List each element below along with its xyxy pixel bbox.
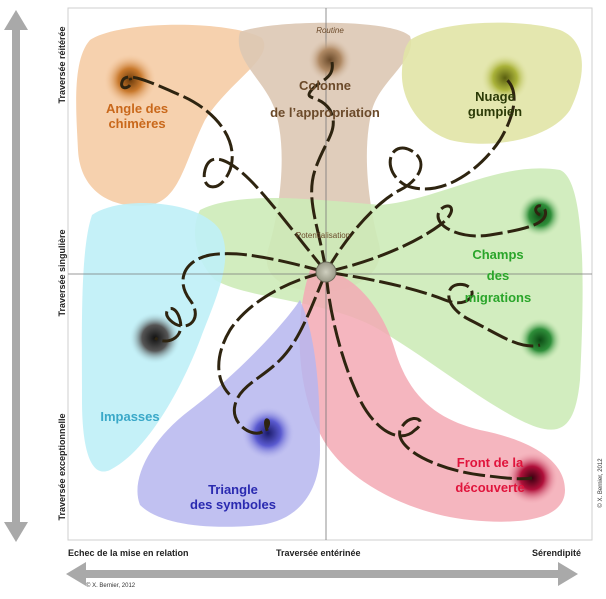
x-axis-label-left: Echec de la mise en relation xyxy=(68,548,189,558)
trajectory-front xyxy=(324,271,533,481)
label-triangle-des-symboles: Triangle des symboles xyxy=(190,482,276,512)
y-axis-arrow xyxy=(4,10,28,542)
attractor-angle xyxy=(104,54,156,106)
attractor-routine xyxy=(308,38,352,82)
trajectories xyxy=(120,61,547,481)
trajectory-impasses xyxy=(154,252,327,343)
trajectory-champs-top xyxy=(325,204,547,274)
x-axis-label-right: Sérendipité xyxy=(532,548,582,558)
attractor-nuage xyxy=(481,54,529,102)
label-impasses: Impasses xyxy=(100,409,160,424)
trajectory-angle xyxy=(120,75,328,273)
trajectory-left-loop xyxy=(217,270,327,397)
label-routine: Routine xyxy=(316,26,344,35)
y-axis-label-top: Traversée réitérée xyxy=(57,26,67,104)
zone-triangle-symboles xyxy=(137,300,320,527)
label-champs-des-migrations: Champs des migrations xyxy=(464,247,532,305)
zone-front-decouverte xyxy=(299,269,565,522)
trajectory-nuage xyxy=(324,76,516,273)
trajectory-routine xyxy=(307,61,335,273)
attractor-triangle xyxy=(242,407,294,459)
y-axis-label-bottom: Traversée exceptionnelle xyxy=(57,413,67,521)
credit-bottom: © X. Bernier, 2012 xyxy=(86,583,136,589)
credit-side: © X. Bernier, 2012 xyxy=(598,458,604,508)
zone-champs-migrations xyxy=(195,168,583,430)
y-axis-label-mid: Traversée singulière xyxy=(57,229,67,317)
label-front-de-la-decouverte: Front de la découverte xyxy=(455,455,525,496)
label-potentialisation: Potentialisation xyxy=(295,231,351,240)
attractor-champs-bottom xyxy=(518,318,562,362)
center-node xyxy=(315,261,337,283)
trajectory-triangle xyxy=(232,271,328,435)
label-nuage-gumpien: Nuage gumpien xyxy=(467,89,523,119)
label-angle-des-chimeres: Angle des chimères xyxy=(105,101,169,131)
trajectory-champs-bottom xyxy=(325,270,541,348)
x-axis-arrow xyxy=(66,562,578,586)
label-colonne-appropriation: Colonne de l’appropriation xyxy=(270,78,380,121)
x-axis-label-mid: Traversée entérinée xyxy=(276,548,361,558)
